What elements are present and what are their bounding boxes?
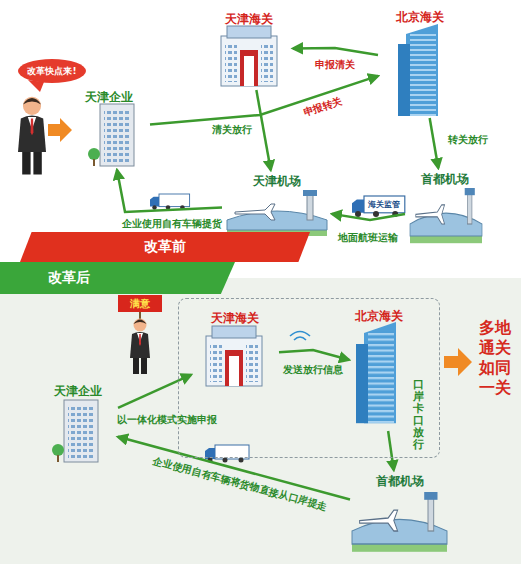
speech-text: 改革快点来!: [27, 65, 76, 78]
era-band: 改革前: [20, 232, 310, 262]
speech-bubble: [18, 59, 86, 83]
airport-node: 首都机场: [350, 470, 450, 556]
enterprise-node: 天津企业: [38, 380, 118, 472]
customs-tower: [356, 322, 396, 423]
edge-label: 发送放行信息: [282, 363, 344, 377]
customs-node: 天津海关: [205, 8, 293, 90]
edge-label: 口岸卡口放行: [412, 379, 425, 452]
node-title: 天津机场: [253, 173, 301, 190]
edge-label: 地面航班运输: [337, 231, 399, 245]
edge-label: 转关放行: [447, 133, 489, 147]
truck: [352, 196, 405, 217]
truck: [150, 194, 190, 210]
flow-arrow: [332, 214, 405, 220]
node-title: 首都机场: [421, 171, 469, 188]
band-shape: [0, 262, 235, 294]
customs-node: 北京海关: [378, 6, 462, 118]
customs-building: [206, 326, 262, 386]
node-title: 首都机场: [376, 473, 424, 490]
slogan: 多地通关 如同一关: [478, 318, 512, 398]
flow-arrow: [118, 375, 191, 408]
node-title: 天津企业: [85, 89, 133, 106]
flow-arrow: [150, 76, 378, 125]
edge-label: 申报清关: [314, 58, 356, 72]
customs-building: [221, 26, 277, 86]
node-title: 天津海关: [225, 11, 273, 28]
enterprise-building: [52, 400, 98, 462]
enterprise-node: 天津企业: [68, 86, 150, 170]
flow-arrow: [293, 48, 378, 55]
edge-label: 申报转关: [301, 94, 345, 120]
sign-text: 满意: [130, 297, 150, 311]
customs-node: 北京海关: [349, 305, 409, 431]
orange-arrow: [444, 348, 472, 376]
era-band: 改革后: [0, 262, 235, 294]
node-title: 天津海关: [211, 310, 259, 327]
customs-tower: [398, 24, 438, 116]
node-title: 北京海关: [355, 308, 403, 325]
band-title: 改革后: [48, 269, 90, 287]
enterprise-building: [88, 104, 134, 166]
edge-label: 企业使用自有车辆将货物直接从口岸提走: [150, 454, 329, 515]
airport: [227, 190, 327, 236]
edge-label: 清关放行: [211, 123, 253, 137]
flow-arrow: [117, 170, 222, 212]
flow-arrow: [256, 90, 270, 170]
edge-label: 以一体化模式实施申报: [116, 413, 218, 427]
orange-arrow: [48, 118, 72, 142]
airport: [410, 188, 482, 243]
node-title: 北京海关: [396, 9, 444, 26]
lower-ground: [0, 278, 521, 564]
airport-node: 首都机场: [405, 168, 485, 246]
airport: [352, 492, 447, 552]
airport-node: 天津机场: [222, 170, 332, 240]
flow-arrow: [430, 118, 439, 168]
customs-node: 天津海关: [191, 307, 279, 403]
edge-label: 企业使用自有车辆提货: [121, 217, 223, 231]
node-title: 天津企业: [54, 383, 102, 400]
truck-text: 海关监管: [368, 199, 400, 210]
person: [18, 97, 46, 175]
flow-arrow: [279, 350, 349, 360]
truck: [205, 445, 249, 463]
flow-arrow: [388, 431, 394, 470]
band-shape: [20, 232, 310, 262]
band-title: 改革前: [144, 238, 186, 256]
wireless-symbol: [290, 332, 310, 341]
person: [130, 319, 150, 375]
sign-board: [118, 295, 162, 312]
customs-group: 天津海关 北京海关: [178, 298, 440, 458]
band-shape: [0, 262, 235, 294]
